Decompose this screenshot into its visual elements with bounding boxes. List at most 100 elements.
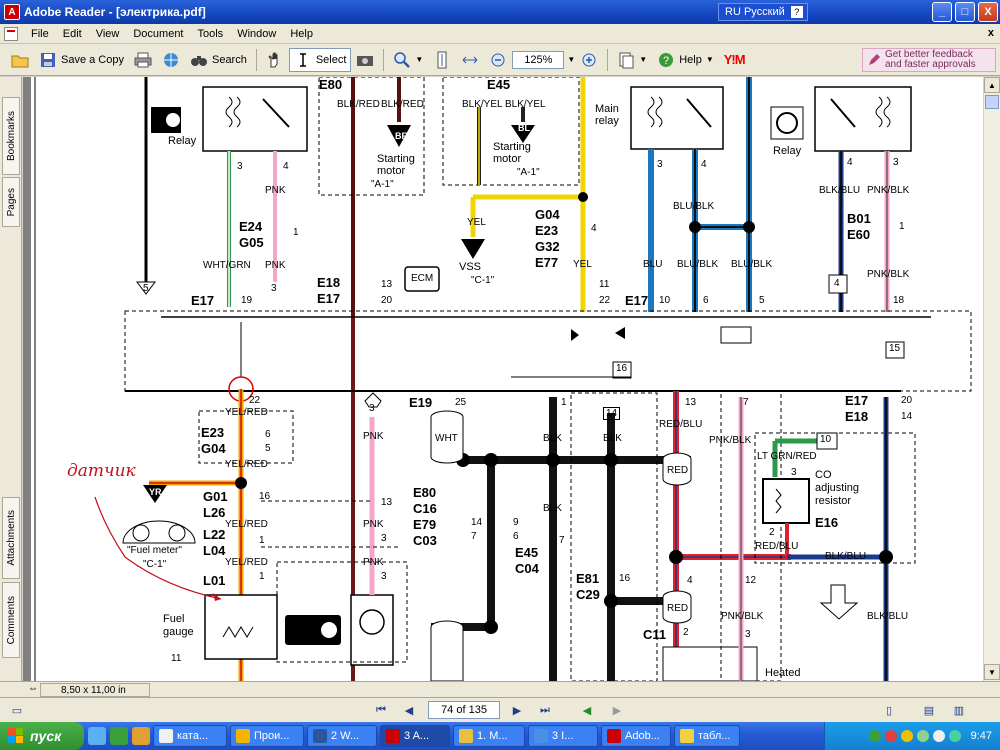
save-copy-button[interactable]: Save a Copy: [34, 48, 129, 72]
go-forward-button[interactable]: ▶: [612, 704, 622, 717]
continuous-page-icon[interactable]: ▤: [923, 704, 935, 717]
menu-window[interactable]: Window: [237, 27, 277, 40]
yahoo-messenger-button[interactable]: Y!M: [719, 48, 750, 72]
help-icon[interactable]: ?: [790, 6, 803, 18]
select-tool-button[interactable]: Select: [288, 47, 352, 72]
zoom-in-tool[interactable]: ▼: [388, 48, 428, 72]
tab-pages-label: Pages: [5, 187, 17, 217]
quicklaunch-tool-icon[interactable]: [132, 727, 150, 745]
tab-attachments[interactable]: Attachments: [2, 497, 20, 579]
wiring-diagram: [34, 77, 972, 681]
taskbar-item[interactable]: ката...: [153, 725, 227, 747]
single-page-icon[interactable]: ▯: [885, 704, 893, 717]
connector-e17: E17: [625, 293, 649, 308]
tray-display-icon[interactable]: [932, 730, 945, 742]
scroll-up-button[interactable]: ▲: [984, 77, 1000, 93]
last-page-button[interactable]: ⏭: [540, 703, 550, 716]
scroll-down-button[interactable]: ▼: [984, 664, 1000, 680]
language-indicator[interactable]: RU Русский: [725, 6, 785, 18]
relay-left-symbol: [202, 86, 308, 152]
taskbar-item-active[interactable]: 3 A...: [380, 725, 450, 747]
menu-edit[interactable]: Edit: [62, 27, 82, 40]
first-page-button[interactable]: ⏮: [376, 703, 386, 716]
taskbar-item[interactable]: табл...: [674, 725, 740, 747]
zoom-in-button[interactable]: [575, 48, 603, 72]
chevron-down-icon[interactable]: ▼: [415, 55, 424, 64]
taskbar-item[interactable]: 3 I...: [528, 725, 598, 747]
connector-e60: E60: [847, 227, 871, 242]
menu-view[interactable]: View: [95, 27, 120, 40]
previous-page-button[interactable]: ◀: [404, 704, 414, 717]
taskbar-item[interactable]: Adob...: [601, 725, 671, 747]
page-number-field[interactable]: 74 of 135: [428, 701, 500, 719]
close-document-button[interactable]: x: [987, 27, 994, 39]
tray-sound-icon[interactable]: [916, 730, 929, 742]
page-stack-icon: [619, 52, 634, 68]
menu-document[interactable]: Document: [133, 27, 184, 40]
go-back-button[interactable]: ◀: [582, 704, 592, 717]
snapshot-button[interactable]: [351, 48, 379, 72]
next-page-button[interactable]: ▶: [512, 704, 522, 717]
taskbar-item[interactable]: 2 W...: [307, 725, 377, 747]
fit-width-button[interactable]: [456, 48, 484, 72]
tab-pages[interactable]: Pages: [2, 177, 20, 227]
tab-bookmarks[interactable]: Bookmarks: [2, 97, 20, 175]
zoom-dropdown-icon[interactable]: ▼: [567, 55, 576, 64]
ref-a1: "A-1": [517, 167, 540, 178]
help-button[interactable]: ? Help ▼: [652, 48, 719, 72]
close-button[interactable]: X: [978, 2, 998, 22]
pin-number: 6: [703, 295, 709, 306]
open-button[interactable]: [6, 48, 34, 72]
fit-height-button[interactable]: [428, 48, 456, 72]
pages-menu-button[interactable]: ▼: [612, 48, 652, 72]
facing-pages-icon[interactable]: ▥: [953, 704, 965, 717]
search-button[interactable]: Search: [185, 48, 252, 72]
menu-bar: File Edit View Document Tools Window Hel…: [0, 24, 1000, 44]
tab-comments[interactable]: Comments: [2, 582, 20, 658]
page-layout-icon[interactable]: ▭: [11, 704, 23, 717]
vertical-scrollbar[interactable]: ▲ ▼: [983, 77, 1000, 681]
zoom-level-field[interactable]: 125%: [512, 50, 565, 69]
quicklaunch-recycle-icon[interactable]: [110, 727, 128, 745]
wire-label: PNK/BLK: [709, 435, 752, 446]
ref-box-16: 16: [616, 363, 628, 374]
feedback-banner[interactable]: Get better feedback and faster approvals: [862, 48, 996, 72]
chevron-down-icon[interactable]: ▼: [639, 55, 648, 64]
quicklaunch-ie-icon[interactable]: [88, 727, 106, 745]
wire-label: BLU/BLK: [677, 259, 719, 270]
scroll-thumb[interactable]: [985, 95, 999, 109]
zoom-out-button[interactable]: [484, 48, 512, 72]
document-view[interactable]: E80 BLK/RED BLK/RED E45 BLK/YEL BLK/YEL …: [23, 77, 983, 681]
search-label: Search: [211, 53, 247, 66]
pin-number: 13: [381, 497, 393, 508]
tray-app-icon[interactable]: [948, 730, 961, 742]
tray-update-icon[interactable]: [900, 730, 913, 742]
language-bar[interactable]: RU Русский ?: [718, 3, 808, 21]
chevron-down-icon[interactable]: ▼: [705, 55, 714, 64]
email-button[interactable]: [157, 48, 185, 72]
connector-g04: G04: [535, 207, 560, 222]
connector-c11: C11: [643, 627, 667, 642]
tray-network-icon[interactable]: [868, 730, 881, 742]
menu-file[interactable]: File: [31, 27, 49, 40]
pin-number: 3: [893, 157, 899, 168]
connector-l26: L26: [203, 505, 226, 520]
print-button[interactable]: [129, 48, 157, 72]
menu-tools[interactable]: Tools: [197, 27, 224, 40]
document-icon[interactable]: [4, 26, 18, 41]
hand-tool-button[interactable]: [261, 48, 289, 72]
start-button[interactable]: пуск: [0, 722, 84, 750]
wire-label: BLK: [543, 433, 562, 444]
clock[interactable]: 9:47: [970, 730, 992, 742]
connector-g32: G32: [535, 239, 560, 254]
pdf-page[interactable]: E80 BLK/RED BLK/RED E45 BLK/YEL BLK/YEL …: [31, 77, 983, 681]
tray-antivirus-icon[interactable]: [884, 730, 897, 742]
menu-help[interactable]: Help: [290, 27, 313, 40]
resize-arrows-icon[interactable]: ⇔: [28, 683, 38, 694]
maximize-button[interactable]: □: [955, 2, 975, 22]
minimize-button[interactable]: _: [932, 2, 952, 22]
taskbar-item[interactable]: 1. M...: [453, 725, 525, 747]
pin-number: 3: [657, 159, 663, 170]
taskbar-item[interactable]: Прои...: [230, 725, 304, 747]
wire-label: YEL/RED: [225, 459, 268, 470]
